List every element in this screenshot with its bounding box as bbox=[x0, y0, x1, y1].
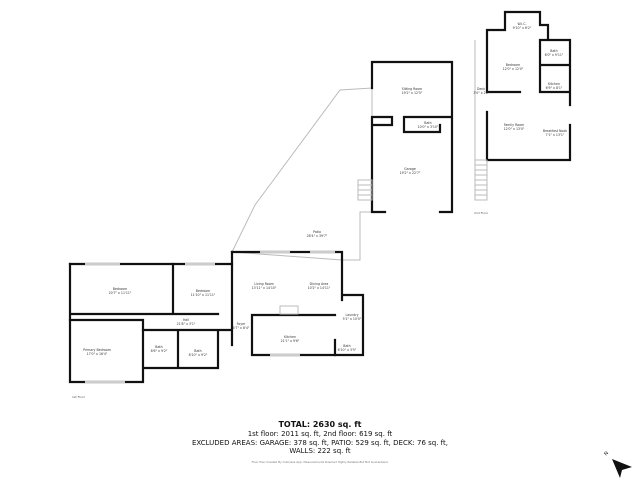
room-name: Dining Area bbox=[310, 282, 329, 286]
room-name: Foyer bbox=[237, 322, 247, 326]
room-dims: 21'1" x 9'6" bbox=[281, 339, 300, 343]
fireplace-icon bbox=[279, 305, 299, 315]
room-dims: 6'10" x 3'5" bbox=[338, 348, 357, 352]
room-dims: 8'10" x 9'2" bbox=[189, 353, 208, 357]
floor1-label: 1st Floor bbox=[72, 395, 86, 399]
room-name: Kitchen bbox=[284, 335, 296, 339]
room-dims: 4'7" x 8'4" bbox=[233, 326, 250, 330]
room-name: Living Room bbox=[254, 282, 274, 286]
credit-text: Floor Plan Created By Cubicasa App. Meas… bbox=[251, 459, 389, 464]
room-name: Sitting Room bbox=[402, 87, 422, 91]
room-name: Bath bbox=[194, 349, 201, 353]
room-name: Garage bbox=[404, 167, 416, 171]
room-dims: 11'10" x 11'11" bbox=[191, 293, 216, 297]
room-dims: 12'0" x 12'0" bbox=[503, 67, 524, 71]
room-name: Bath bbox=[155, 345, 162, 349]
room-name: Deck bbox=[477, 87, 485, 91]
room-name: Bath bbox=[424, 121, 431, 125]
room-name: Bath bbox=[550, 49, 557, 53]
room-dims: 21'8" x 3'1" bbox=[177, 322, 196, 326]
room-dims: 9'10" x 6'2" bbox=[513, 26, 532, 30]
room-dims: 13'11" x 14'10" bbox=[252, 286, 277, 290]
room-dims: 8'6" x 9'2" bbox=[151, 349, 168, 353]
area-summary: TOTAL: 2630 sq. ft 1st floor: 2011 sq. f… bbox=[192, 420, 448, 464]
room-name: Bedroom bbox=[196, 289, 210, 293]
room-dims: 12'0" x 13'0" bbox=[504, 127, 525, 131]
floor2-label: 2nd Floor bbox=[474, 211, 489, 215]
room-dims: 5'1" x 10'0" bbox=[343, 317, 362, 321]
north-arrow-icon: N bbox=[603, 450, 632, 478]
room-name: Bedroom bbox=[506, 63, 520, 67]
room-name: Bath bbox=[343, 344, 350, 348]
room-dims: 19'2" x 12'5" bbox=[402, 91, 423, 95]
room-dims: 19'2" x 22'7" bbox=[400, 171, 421, 175]
room-name: Bedroom bbox=[113, 287, 127, 291]
garage-walls bbox=[357, 60, 454, 214]
room-dims: 7'1" x 13'1" bbox=[546, 133, 565, 137]
excluded-areas: EXCLUDED AREAS: GARAGE: 378 sq. ft, PATI… bbox=[192, 438, 448, 447]
room-name: Breakfast Nook bbox=[543, 129, 567, 133]
room-dims: 6'0" x 9'11" bbox=[545, 53, 564, 57]
room-dims: 10'2" x 14'11" bbox=[308, 286, 331, 290]
floor-areas: 1st floor: 2011 sq. ft, 2nd floor: 619 s… bbox=[247, 430, 393, 438]
room-dims: 17'0" x 16'4" bbox=[87, 352, 108, 356]
room-name: Laundry bbox=[346, 313, 359, 317]
room-name: Kitchen bbox=[548, 82, 560, 86]
walls-area: WALLS: 222 sq. ft bbox=[289, 447, 351, 455]
room-dims: 10'0" x 3'10" bbox=[418, 125, 439, 129]
floor1-walls bbox=[68, 250, 365, 384]
room-name: Hall bbox=[183, 318, 189, 322]
room-dims: 28'4" x 39'7" bbox=[307, 234, 328, 238]
room-name: Family Room bbox=[504, 123, 524, 127]
room-name: Patio bbox=[313, 230, 321, 234]
patio-outline bbox=[231, 87, 373, 261]
total-area: TOTAL: 2630 sq. ft bbox=[278, 420, 362, 429]
room-name: Primary Bedroom bbox=[83, 348, 111, 352]
svg-text:W.I.C.9'10" x 6'2": W.I.C.9'10" x 6'2" bbox=[513, 22, 532, 30]
room-name: W.I.C. bbox=[518, 22, 527, 26]
room-dims: 6'9" x 8'1" bbox=[546, 86, 563, 90]
floor2-walls bbox=[474, 10, 572, 201]
room-dims: 20'7" x 11'11" bbox=[109, 291, 132, 295]
north-label: N bbox=[603, 450, 610, 457]
room-dims: 3'0" x 25' bbox=[473, 91, 488, 95]
